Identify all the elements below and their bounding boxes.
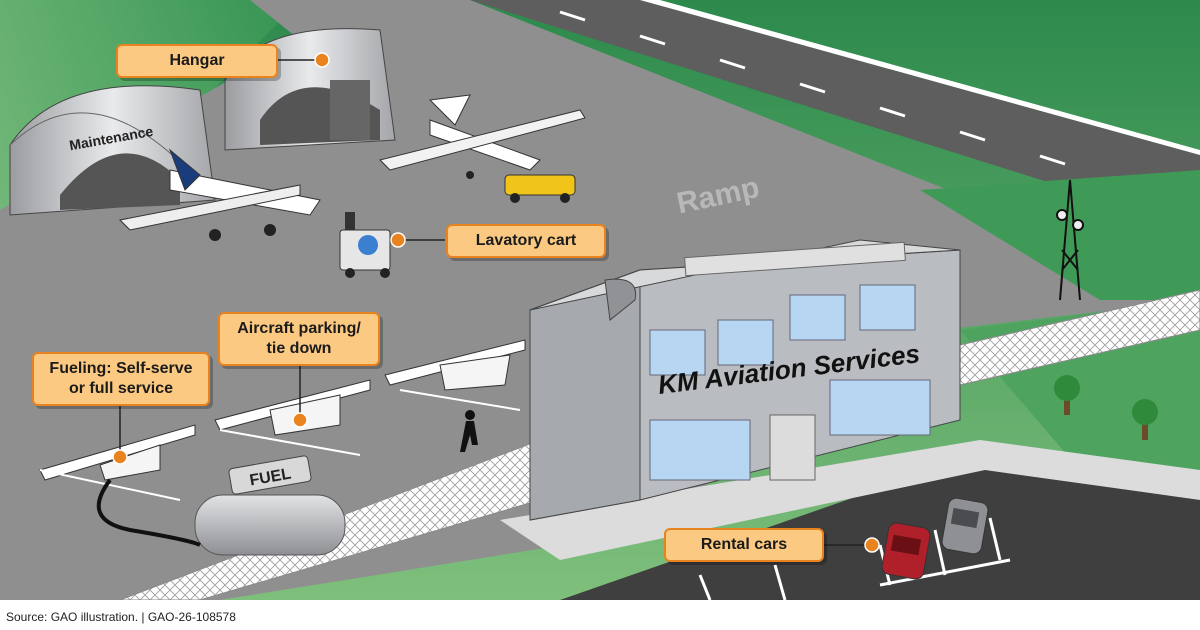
radio-tower: [1056, 179, 1084, 301]
fueling-label-line1: Fueling: Self-serve: [49, 360, 193, 377]
turboprop-airplane: [118, 148, 321, 241]
parked-airplane-3: [384, 339, 526, 411]
hangar-label: Hangar: [169, 52, 225, 69]
fueling-dot: [112, 449, 128, 465]
runway-edge: [640, 0, 1200, 155]
lavatory-cart-dot: [390, 232, 406, 248]
parking-lot: [560, 450, 1200, 600]
walking-person: [460, 410, 478, 452]
source-note: Source: GAO illustration. | GAO-26-10857…: [6, 610, 236, 624]
grass-right: [920, 170, 1200, 300]
lavatory-cart-vehicle: [339, 212, 391, 278]
tree-1: [1054, 375, 1080, 415]
hangar-dot: [314, 52, 330, 68]
baggage-tug: [504, 174, 576, 203]
lavatory-cart-label: Lavatory cart: [475, 232, 577, 249]
rental-cars-dot: [864, 537, 880, 553]
red-rental-car: [881, 522, 931, 580]
fuel-tank: FUEL: [96, 455, 346, 556]
hangar-callout: Hangar: [116, 44, 278, 78]
tree-2: [1132, 399, 1158, 440]
lavatory-cart-callout: Lavatory cart: [446, 224, 606, 258]
aircraft-parking-callout: Aircraft parking/ tie down: [218, 312, 380, 366]
airport-scene: Maintenance Ramp: [0, 0, 1200, 600]
fueling-callout: Fueling: Self-serve or full service: [32, 352, 210, 406]
runway: [470, 0, 1200, 230]
rental-cars-label: Rental cars: [700, 536, 788, 553]
fueling-label-line2: or full service: [68, 380, 174, 397]
maintenance-hangar: Maintenance: [9, 85, 216, 216]
terminal-building: KM Aviation Services: [529, 239, 961, 521]
rental-cars-callout: Rental cars: [664, 528, 824, 562]
business-jet: [379, 94, 586, 179]
gray-rental-car: [941, 497, 989, 555]
leader-dots: [112, 52, 880, 553]
aircraft-parking-dot: [292, 412, 308, 428]
aircraft-parking-label-line2: tie down: [266, 340, 332, 357]
aircraft-parking-label-line1: Aircraft parking/: [237, 320, 361, 337]
